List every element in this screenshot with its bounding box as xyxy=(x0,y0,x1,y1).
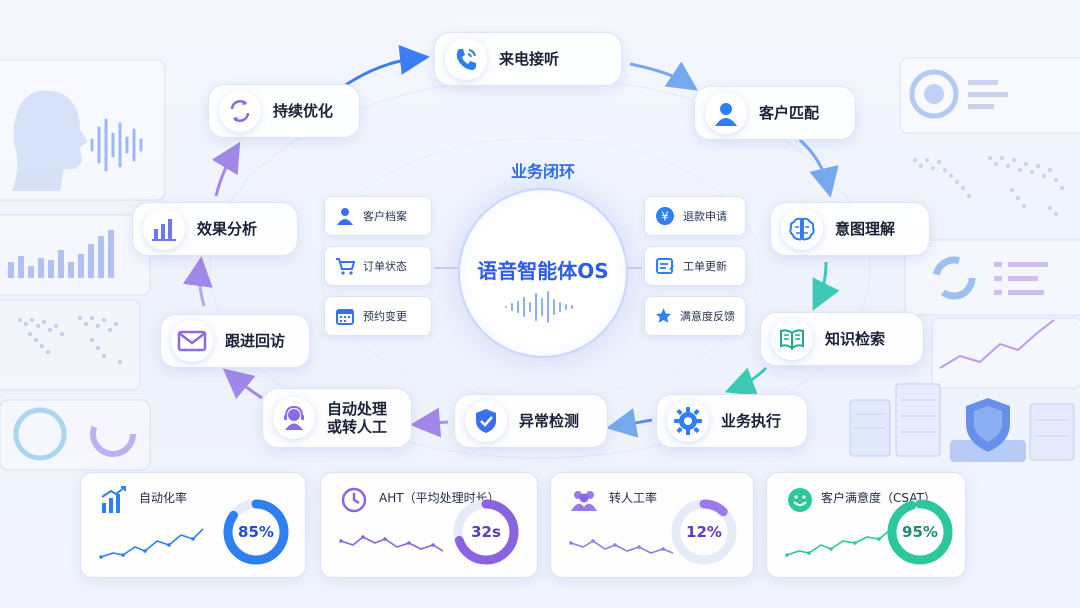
chip-label: 退款申请 xyxy=(683,210,727,223)
node-knowledge-search[interactable]: 知识检索 xyxy=(760,312,924,366)
cart-icon xyxy=(336,258,355,275)
kpi-donut xyxy=(887,499,953,565)
node-business-execution[interactable]: 业务执行 xyxy=(656,394,808,448)
kpi-value: 95% xyxy=(902,523,938,541)
node-answer-call[interactable]: 来电接听 xyxy=(434,32,622,86)
kpi-title: 转人工率 xyxy=(609,491,658,505)
refund-icon: ¥ xyxy=(656,207,674,225)
donut-arc xyxy=(453,499,519,565)
user-icon xyxy=(705,92,747,134)
kpi-value: 32s xyxy=(471,523,501,541)
node-label-line1: 自动处理 xyxy=(327,400,388,418)
hub-circle xyxy=(458,188,628,358)
chip-refund-request[interactable]: ¥ 退款申请 xyxy=(644,196,746,236)
voice-wave-icon xyxy=(505,291,573,323)
node-label: 知识检索 xyxy=(825,330,886,348)
node-continuous-optimization[interactable]: 持续优化 xyxy=(208,84,360,138)
node-label: 异常检测 xyxy=(519,412,580,430)
hub-title: 语音智能体OS xyxy=(477,259,609,283)
node-auto-or-human[interactable]: 自动处理 或转人工 xyxy=(262,388,412,448)
ticket-icon xyxy=(656,258,674,274)
bar-chart-icon xyxy=(143,208,185,250)
profile-icon xyxy=(337,208,353,225)
chip-appointment-change[interactable]: 预约变更 xyxy=(324,296,432,336)
kpi-card-automation-rate: 自动化率 85% xyxy=(80,472,306,578)
refresh-icon xyxy=(219,90,261,132)
chip-label: 客户档案 xyxy=(363,210,407,223)
node-label: 客户匹配 xyxy=(759,104,820,122)
node-follow-up[interactable]: 跟进回访 xyxy=(160,314,310,368)
node-label: 意图理解 xyxy=(835,220,896,238)
kpi-value: 85% xyxy=(238,523,274,541)
book-icon xyxy=(771,318,813,360)
node-intent-understanding[interactable]: 意图理解 xyxy=(770,202,930,256)
chip-label: 订单状态 xyxy=(363,260,407,273)
node-label: 来电接听 xyxy=(499,50,560,68)
kpi-sparkline xyxy=(785,530,890,557)
kpi-card-transfer-rate: 转人工率 12% xyxy=(550,472,754,578)
node-anomaly-detection[interactable]: 异常检测 xyxy=(454,394,608,448)
loop-label: 业务闭环 xyxy=(510,162,575,181)
people-icon xyxy=(571,491,597,511)
node-label: 效果分析 xyxy=(197,220,258,238)
shield-check-icon xyxy=(465,400,507,442)
node-label-line2: 或转人工 xyxy=(327,418,388,436)
chip-ticket-update[interactable]: 工单更新 xyxy=(644,246,746,286)
donut-arc xyxy=(223,499,289,565)
kpi-donut xyxy=(223,499,289,565)
kpi-value: 12% xyxy=(686,523,722,541)
gear-icon xyxy=(667,400,709,442)
brain-icon xyxy=(781,208,823,250)
smile-icon xyxy=(788,488,812,512)
calendar-icon xyxy=(336,309,354,325)
kpi-donut xyxy=(453,499,519,565)
kpi-sparkline xyxy=(339,535,444,552)
chip-satisfaction-feedback[interactable]: 满意度反馈 xyxy=(644,296,746,336)
phone-icon xyxy=(445,38,487,80)
kpi-sparkline xyxy=(569,539,674,554)
chip-customer-profile[interactable]: 客户档案 xyxy=(324,196,432,236)
mail-icon xyxy=(171,320,213,362)
donut-arc xyxy=(671,499,737,565)
star-icon xyxy=(655,308,672,323)
kpi-title: 自动化率 xyxy=(139,491,188,505)
clock-icon xyxy=(341,487,367,513)
svg-text:¥: ¥ xyxy=(661,210,669,224)
kpi-card-aht: AHT（平均处理时长） 32s xyxy=(320,472,538,578)
chip-label: 工单更新 xyxy=(683,260,727,273)
node-customer-match[interactable]: 客户匹配 xyxy=(694,86,856,140)
kpi-card-csat: 客户满意度（CSAT） 95% xyxy=(766,472,966,578)
kpi-donut xyxy=(671,499,737,565)
node-label: 业务执行 xyxy=(721,412,782,430)
donut-arc xyxy=(887,499,953,565)
agent-headset-icon xyxy=(273,397,315,439)
growth-chart-icon xyxy=(101,486,126,513)
node-effect-analysis[interactable]: 效果分析 xyxy=(132,202,298,256)
kpi-title: AHT（平均处理时长） xyxy=(379,491,500,505)
node-label: 持续优化 xyxy=(273,102,334,120)
chip-order-status[interactable]: 订单状态 xyxy=(324,246,432,286)
chip-label: 预约变更 xyxy=(363,310,407,323)
chip-label: 满意度反馈 xyxy=(680,310,735,323)
node-label: 自动处理 或转人工 xyxy=(327,400,387,436)
node-label: 跟进回访 xyxy=(225,332,286,350)
kpi-sparkline xyxy=(99,528,204,559)
kpi-title: 客户满意度（CSAT） xyxy=(821,491,936,505)
